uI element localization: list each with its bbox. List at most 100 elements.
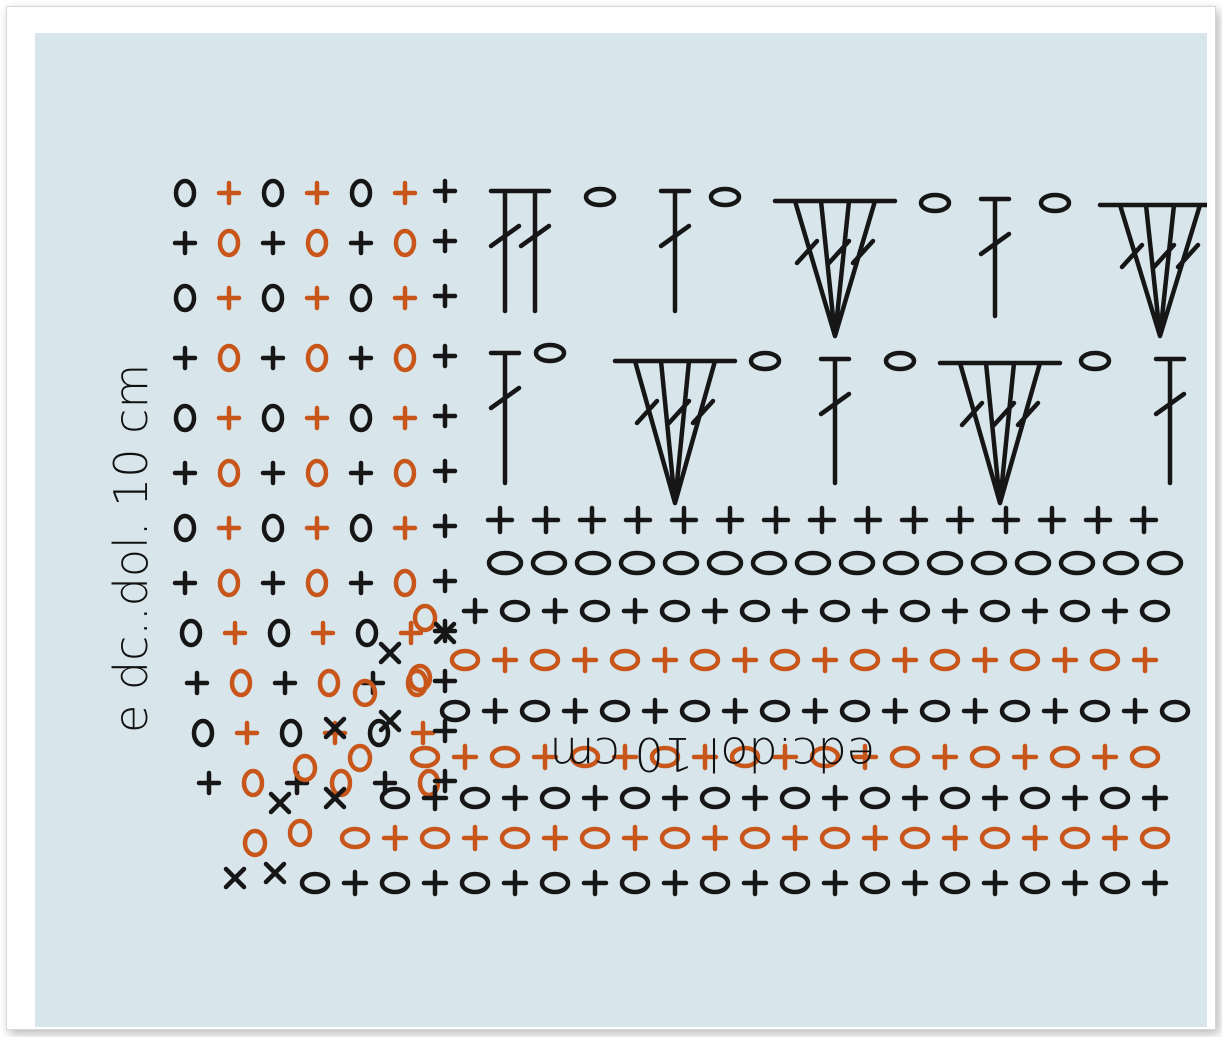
chain-symbol [1081,353,1109,369]
single-crochet-symbol [1086,508,1110,532]
single-crochet-symbol [864,600,886,622]
single-crochet-symbol [584,872,606,894]
single-crochet-symbol [784,600,806,622]
chain-symbol [709,553,741,573]
chain-symbol [1102,789,1128,807]
chain-symbol [220,231,238,255]
single-crochet-symbol [984,787,1006,809]
single-crochet-symbol [395,288,415,308]
single-crochet-symbol [744,787,766,809]
chain-symbol [350,746,370,770]
chain-symbol [582,602,608,620]
single-crochet-symbol [624,600,646,622]
single-crochet-symbol [734,649,756,671]
chain-symbol [320,671,338,695]
single-crochet-symbol [1124,700,1146,722]
single-crochet-symbol [384,827,406,849]
double-crochet-symbol [491,353,519,483]
single-crochet-symbol [644,700,666,722]
single-crochet-symbol [395,183,415,203]
single-crochet-symbol [824,872,846,894]
chain-symbol [902,602,928,620]
chain-symbol [782,874,808,892]
single-crochet-symbol [1094,746,1116,768]
single-crochet-symbol [904,872,926,894]
chain-symbol [176,286,194,310]
single-crochet-symbol [225,623,245,643]
single-crochet-symbol [344,872,366,894]
chain-symbol [711,189,739,205]
chain-symbol [702,789,728,807]
chain-symbol [662,602,688,620]
double-crochet-symbol [491,191,519,311]
chart-paper: e dc..dol. 10 cm edc.dol 10 cm [35,33,1207,1027]
single-crochet-symbol [704,827,726,849]
single-crochet-symbol [564,700,586,722]
single-crochet-symbol [944,827,966,849]
chain-symbol [782,789,808,807]
single-crochet-symbol [351,463,371,483]
chain-symbol [922,702,948,720]
chain-symbol [270,621,288,645]
chain-symbol [542,789,568,807]
chain-symbol [264,181,282,205]
chain-symbol [1061,553,1093,573]
chain-symbol [1022,874,1048,892]
cross-stitch-symbol [381,644,399,662]
chain-symbol [665,553,697,573]
single-crochet-symbol [664,872,686,894]
single-crochet-symbol [435,671,455,691]
single-crochet-symbol [964,700,986,722]
single-crochet-symbol [435,406,455,426]
chain-symbol [220,571,238,595]
single-crochet-symbol [1024,600,1046,622]
single-crochet-symbol [351,573,371,593]
single-crochet-symbol [395,408,415,428]
chain-symbol [1082,702,1108,720]
single-crochet-symbol [944,600,966,622]
chain-symbol [892,748,918,766]
shell-symbol [940,363,1060,503]
single-crochet-symbol [534,508,558,532]
single-crochet-symbol [424,872,446,894]
chain-symbol [1162,702,1188,720]
chain-symbol [492,748,518,766]
chain-symbol [220,461,238,485]
chain-symbol [586,189,614,205]
chain-symbol [772,651,798,669]
chain-symbol [342,829,368,847]
single-crochet-symbol [580,508,604,532]
single-crochet-symbol [263,233,283,253]
chain-symbol [982,829,1008,847]
chain-symbol [902,829,928,847]
chain-symbol [972,748,998,766]
chain-symbol [751,353,779,369]
single-crochet-symbol [307,518,327,538]
shell-symbol [1100,205,1207,336]
chain-symbol [352,516,370,540]
single-crochet-symbol [1044,700,1066,722]
single-crochet-symbol [672,508,696,532]
chain-symbol [1149,553,1181,573]
chain-symbol [822,602,848,620]
single-crochet-symbol [351,233,371,253]
single-crochet-symbol [313,623,333,643]
single-crochet-symbol [784,827,806,849]
single-crochet-symbol [307,183,327,203]
single-crochet-symbol [424,787,446,809]
single-crochet-symbol [1064,872,1086,894]
single-crochet-symbol [744,872,766,894]
chain-symbol [1052,748,1078,766]
single-crochet-symbol [1134,649,1156,671]
single-crochet-symbol [488,508,512,532]
chain-symbol [862,874,888,892]
chain-symbol [662,829,688,847]
chain-symbol [264,286,282,310]
chain-symbol [412,748,438,766]
chain-symbol [1012,651,1038,669]
chain-symbol [532,651,558,669]
chain-symbol [862,789,888,807]
single-crochet-symbol [544,827,566,849]
chain-symbol [182,621,200,645]
chain-symbol [797,553,829,573]
